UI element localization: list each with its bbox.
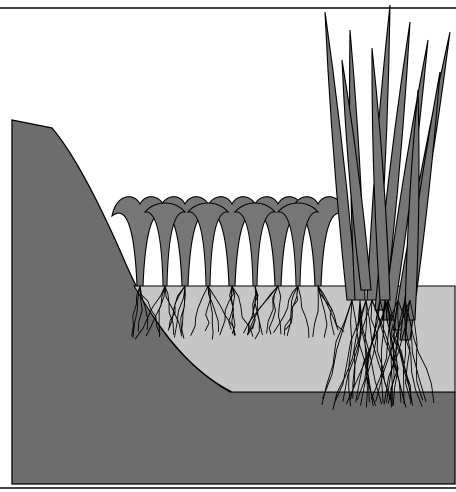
umbrella-plant-group: [112, 197, 346, 286]
